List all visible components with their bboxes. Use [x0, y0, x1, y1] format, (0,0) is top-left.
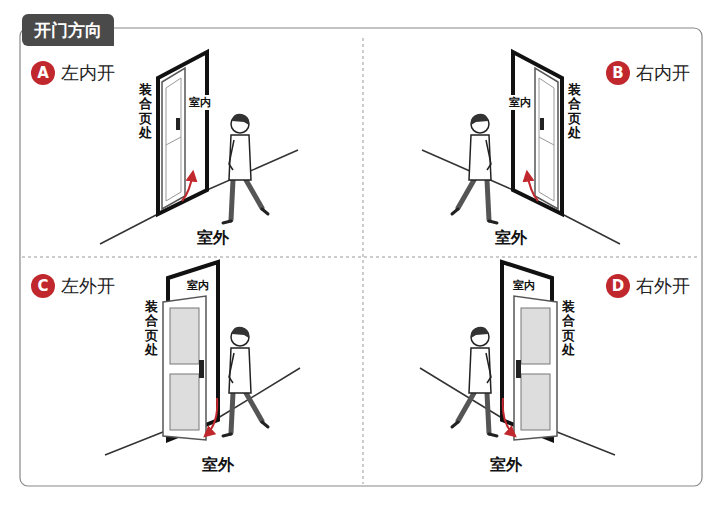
option-heading: D右外开 — [606, 274, 690, 298]
hinge-note: 装合页处 — [145, 300, 158, 357]
hinge-note: 装合页处 — [562, 300, 575, 357]
option-heading: B右内开 — [606, 61, 690, 85]
title-tab: 开门方向 — [22, 14, 114, 46]
outer-frame — [20, 28, 702, 486]
room-label: 室内 — [512, 278, 536, 293]
door-scene-outward — [105, 262, 300, 455]
divider — [363, 38, 364, 484]
option-name: 右内开 — [636, 61, 690, 85]
option-name: 左内开 — [61, 61, 115, 85]
door-scene-outward — [420, 262, 615, 455]
door-scene-inward — [422, 52, 620, 244]
room-label: 室外 — [200, 455, 236, 476]
option-heading: C左外开 — [31, 274, 115, 298]
option-name: 右外开 — [636, 274, 690, 298]
door-scene-inward — [100, 52, 298, 244]
letter-badge: B — [606, 61, 630, 85]
divider — [22, 257, 700, 258]
letter-badge: C — [31, 274, 55, 298]
room-label: 室外 — [195, 228, 231, 249]
hinge-note: 装合页处 — [139, 83, 152, 140]
room-label: 室内 — [186, 278, 210, 293]
option-name: 左外开 — [61, 274, 115, 298]
letter-badge: A — [31, 61, 55, 85]
room-label: 室外 — [488, 455, 524, 476]
letter-badge: D — [606, 274, 630, 298]
room-label: 室内 — [508, 95, 532, 110]
hinge-note: 装合页处 — [568, 83, 581, 140]
room-label: 室外 — [493, 228, 529, 249]
option-heading: A左内开 — [31, 61, 115, 85]
room-label: 室内 — [188, 95, 212, 110]
